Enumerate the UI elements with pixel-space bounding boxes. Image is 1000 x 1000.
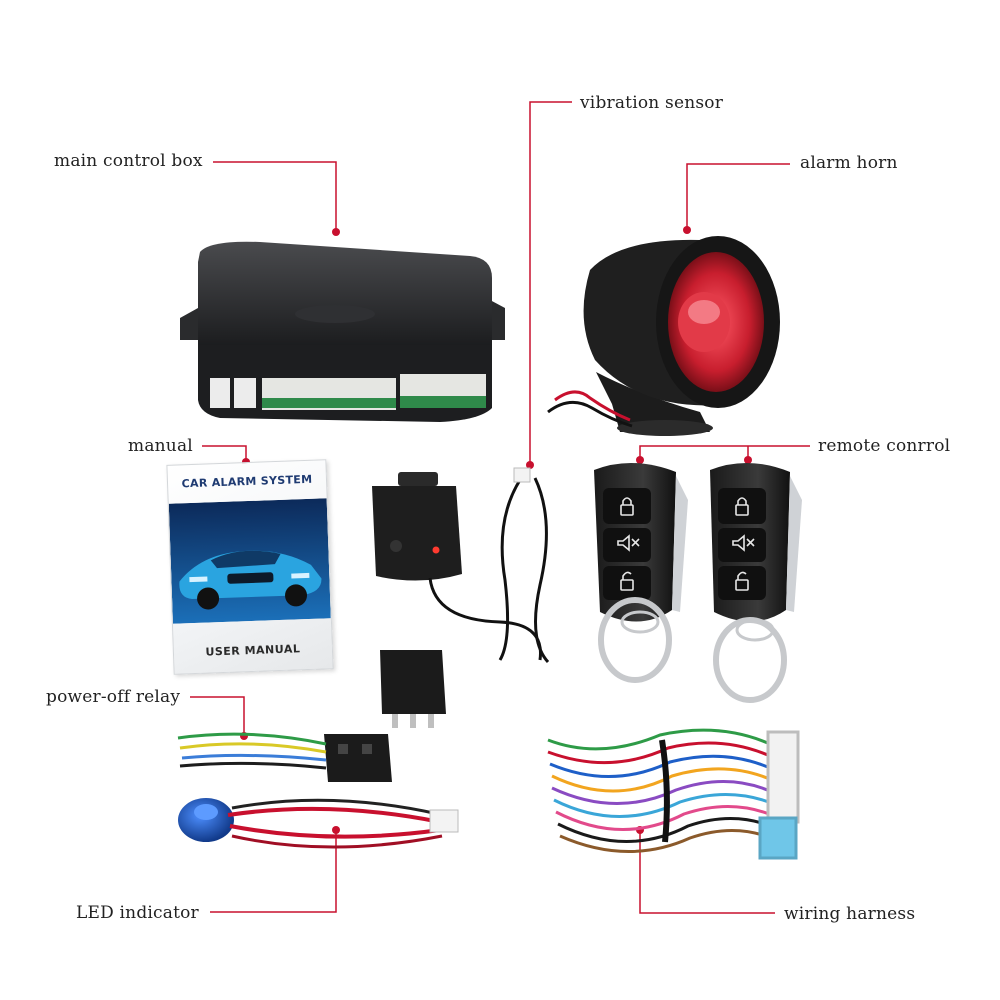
manual-title: CAR ALARM SYSTEM bbox=[181, 472, 313, 491]
leader-vibration-sensor bbox=[529, 101, 572, 465]
leader-alarm-horn bbox=[686, 163, 790, 230]
leader-power-off-relay bbox=[190, 696, 245, 736]
label-alarm-horn: alarm horn bbox=[800, 153, 898, 173]
label-wiring-harness: wiring harness bbox=[784, 904, 916, 924]
leader-wiring-harness bbox=[639, 830, 775, 914]
label-manual: manual bbox=[128, 436, 193, 456]
leader-remote-control bbox=[639, 445, 810, 460]
leader-lines bbox=[190, 101, 810, 914]
leader-led-indicator bbox=[210, 830, 337, 913]
power-off-relay bbox=[177, 650, 446, 782]
label-remote-control: remote conrrol bbox=[818, 436, 951, 456]
leader-main-control-box bbox=[213, 161, 337, 232]
manual-footer: USER MANUAL bbox=[205, 642, 301, 659]
remote-control-right bbox=[710, 462, 802, 703]
remote-control-left bbox=[594, 462, 688, 683]
lock-icon bbox=[620, 497, 749, 516]
label-vibration-sensor: vibration sensor bbox=[580, 93, 724, 113]
label-led-indicator: LED indicator bbox=[76, 903, 199, 923]
manual-car-image bbox=[168, 498, 331, 624]
alarm-horn bbox=[547, 236, 780, 436]
label-power-off-relay: power-off relay bbox=[46, 687, 181, 707]
vibration-sensor bbox=[372, 467, 550, 664]
leader-manual bbox=[202, 445, 247, 462]
user-manual: CAR ALARM SYSTEM USER MANUAL bbox=[166, 459, 334, 675]
unlock-icon bbox=[620, 571, 749, 591]
led-indicator bbox=[178, 798, 459, 849]
label-main-control-box: main control box bbox=[54, 151, 203, 171]
main-control-box bbox=[180, 241, 505, 422]
wiring-harness bbox=[547, 728, 800, 860]
mute-icon bbox=[617, 534, 755, 552]
